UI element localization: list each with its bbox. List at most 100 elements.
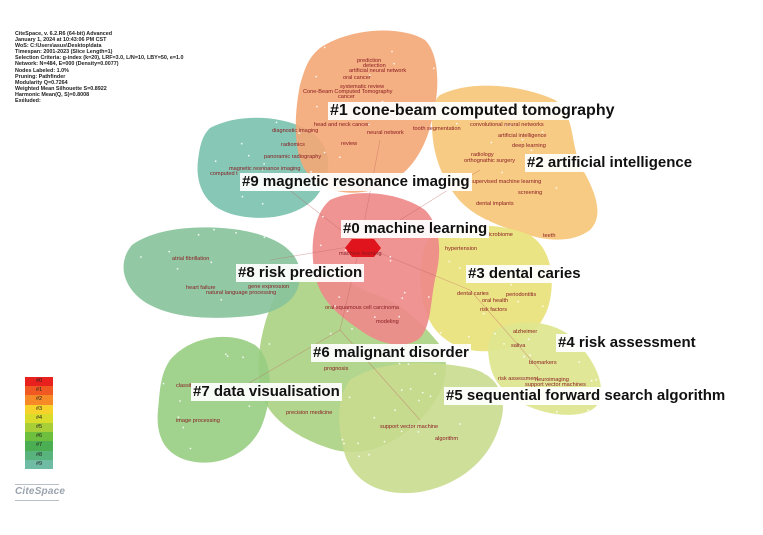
network-node — [338, 296, 341, 298]
keyword-label: heart failure — [186, 285, 216, 291]
keyword-label: radiomics — [281, 142, 305, 148]
keyword-label: image processing — [176, 418, 220, 424]
network-node — [421, 391, 424, 394]
keyword-label: oral cancer — [343, 75, 371, 81]
network-node — [458, 205, 461, 207]
network-node — [389, 255, 392, 258]
network-node — [434, 329, 436, 332]
network-node — [494, 332, 497, 335]
network-node — [338, 156, 341, 159]
cluster-area-8 — [123, 227, 300, 318]
keyword-label: microbiome — [484, 232, 513, 238]
keyword-label: radiology — [471, 152, 494, 158]
info-line: January 1, 2024 at 10:43:06 PM CST — [15, 37, 107, 44]
keyword-label: review — [341, 141, 358, 147]
network-node — [555, 187, 558, 189]
cluster-area-2 — [432, 85, 598, 240]
network-node — [329, 332, 332, 335]
network-node — [272, 237, 275, 240]
info-line: Excluded: — [15, 98, 41, 105]
legend-label: #9 — [36, 460, 43, 467]
network-node — [455, 122, 458, 125]
logo-rule-bottom — [15, 500, 59, 501]
network-node — [595, 378, 597, 381]
network-node — [346, 310, 349, 313]
network-node — [517, 300, 520, 303]
cluster-area-3 — [420, 225, 552, 352]
network-node — [484, 372, 486, 375]
cluster-label-0: #0 machine learning — [341, 220, 490, 238]
keyword-label: dental caries — [457, 291, 489, 297]
keyword-label: dental implants — [476, 201, 514, 207]
cluster-label-3: #3 dental caries — [466, 265, 583, 283]
cluster-color-legend: #0#1#2#3#4#5#6#7#8#9 — [25, 377, 53, 469]
network-node — [268, 343, 271, 345]
keyword-label: head and neck cancer — [314, 122, 369, 128]
legend-label: #3 — [36, 405, 43, 412]
network-node — [417, 431, 420, 433]
network-node — [316, 105, 318, 108]
cluster-label-6: #6 malignant disorder — [311, 344, 471, 362]
network-node — [427, 296, 430, 298]
network-node — [143, 226, 145, 228]
network-node — [334, 305, 336, 307]
network-node — [368, 453, 370, 456]
keyword-label: panoramic radiography — [264, 154, 321, 160]
network-node — [529, 354, 531, 357]
keyword-label: risk factors — [480, 307, 507, 313]
network-node — [189, 447, 192, 450]
legend-label: #2 — [36, 396, 43, 403]
network-node — [398, 362, 401, 365]
keyword-label: oral health — [482, 298, 508, 304]
network-node — [521, 138, 524, 141]
network-node — [373, 416, 376, 419]
network-node — [177, 416, 180, 419]
cluster-label-1: #1 cone-beam computed tomography — [328, 102, 617, 120]
keyword-label: cancer — [338, 94, 355, 100]
info-line: Weighted Mean Silhouette S=0.8922 — [15, 85, 107, 92]
network-node — [130, 292, 133, 294]
network-node — [179, 400, 181, 402]
network-node — [439, 332, 442, 334]
network-node — [341, 438, 344, 441]
keyword-label: gene expression — [248, 284, 289, 290]
keyword-label: magnetic resonance imaging — [229, 166, 301, 172]
network-node — [241, 195, 244, 198]
info-line: Timespan: 2001-2023 (Slice Length=1) — [15, 49, 113, 56]
network-node — [490, 141, 493, 144]
cluster-area-9 — [197, 117, 329, 218]
keyword-label: Cone-Beam Computed Tomography — [303, 89, 393, 95]
network-node — [315, 75, 318, 78]
network-node — [323, 151, 326, 154]
keyword-label: periodontitis — [506, 292, 536, 298]
legend-swatch: #2 — [25, 395, 53, 405]
info-line: Modularity Q=0.7264 — [15, 79, 68, 86]
network-node — [167, 354, 170, 357]
info-line: Selection Criteria: g-index (k=20), LRF=… — [15, 55, 184, 62]
network-node — [373, 316, 376, 318]
network-node — [534, 409, 536, 411]
cluster-label-2: #2 artificial intelligence — [525, 154, 695, 172]
cluster-label-8: #8 risk prediction — [236, 264, 365, 282]
citespace-logo: CiteSpace — [15, 486, 66, 497]
keyword-label: prognosis — [324, 366, 348, 372]
network-node — [261, 168, 264, 171]
network-node — [401, 297, 404, 300]
network-node — [343, 442, 345, 445]
network-node — [323, 46, 326, 49]
network-node — [298, 132, 301, 135]
network-node — [458, 267, 461, 269]
network-node — [578, 361, 581, 363]
network-node — [527, 338, 530, 341]
network-node — [530, 149, 533, 152]
network-node — [505, 124, 508, 126]
network-node — [322, 215, 324, 218]
keyword-label: support vector machine — [380, 424, 438, 430]
cluster-label-5: #5 sequential forward search algorithm — [444, 387, 728, 405]
network-node — [242, 356, 244, 359]
info-line: Network: N=484, E=000 (Density=0.0077) — [15, 61, 119, 68]
keyword-label: classif — [176, 383, 192, 389]
keyword-label: orthognathic surgery — [464, 158, 515, 164]
network-node — [503, 343, 505, 345]
legend-label: #4 — [36, 414, 43, 421]
